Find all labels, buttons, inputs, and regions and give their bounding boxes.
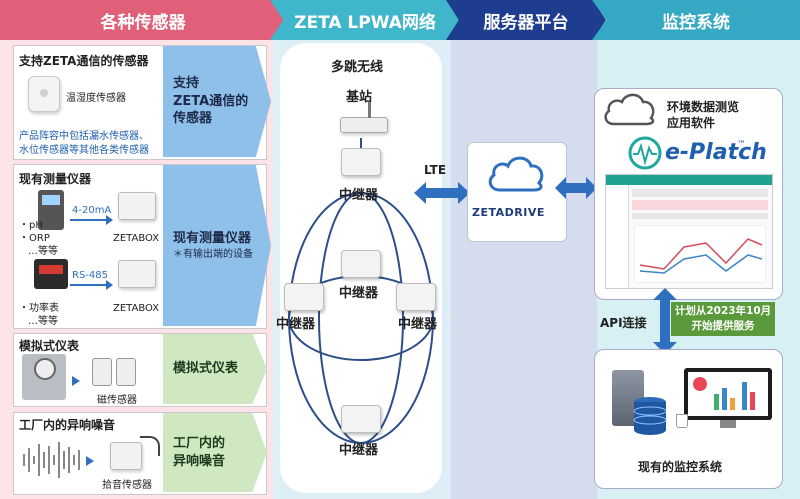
relay-right-label: 中继器 bbox=[398, 317, 438, 332]
signal-arrow-1 bbox=[70, 219, 108, 221]
analog-arrow: 模拟式仪表 bbox=[163, 334, 267, 404]
noise-arrow-icon bbox=[86, 456, 94, 466]
sound-sensor-cable bbox=[140, 436, 160, 456]
service-plan-badge: 计划从2023年10月 开始提供服务 bbox=[671, 302, 775, 336]
instruments-arrow-line1: 现有测量仪器 bbox=[173, 230, 252, 246]
base-station-label: 基站 bbox=[346, 90, 373, 105]
power-meter-icon bbox=[34, 259, 68, 289]
base-station-icon bbox=[340, 117, 388, 133]
zetabox-label-1: ZETABOX bbox=[113, 233, 160, 244]
instruments-arrow: 现有测量仪器 ＊有输出端的设备 bbox=[163, 165, 271, 326]
zetabox-icon-2 bbox=[118, 260, 156, 288]
api-double-arrow bbox=[653, 288, 677, 354]
relay-left bbox=[284, 283, 324, 311]
ph-meter-icon bbox=[38, 190, 64, 230]
header-sensors: 各种传感器 bbox=[0, 0, 286, 40]
relay-right bbox=[396, 283, 436, 311]
zeta-lineup-note-2: 水位传感器等其他各类传感器 bbox=[19, 145, 149, 156]
signal-4-20ma: 4-20mA bbox=[72, 205, 112, 216]
zeta-arrow-line1: 支持 bbox=[173, 76, 200, 92]
signal-arrow-2 bbox=[70, 284, 108, 286]
signal-rs485: RS-485 bbox=[72, 270, 108, 281]
relay-top-label: 中继器 bbox=[339, 188, 379, 203]
header-server: 服务器平台 bbox=[446, 0, 606, 40]
instrument-item-ph: ・pH bbox=[19, 220, 43, 231]
antenna-icon bbox=[368, 102, 371, 118]
pressure-gauge-photo-icon bbox=[22, 354, 66, 400]
sound-sensor-icon bbox=[110, 442, 142, 470]
zeta-arrow-line3: 传感器 bbox=[173, 111, 213, 127]
eplatch-logo-icon bbox=[628, 136, 662, 170]
service-plan-line2: 开始提供服务 bbox=[691, 320, 755, 332]
relay-top bbox=[341, 148, 381, 176]
server-column-bg bbox=[451, 0, 597, 499]
monitor-stand-icon bbox=[720, 420, 736, 428]
magnetic-sensor-label: 磁传感器 bbox=[97, 395, 137, 406]
instrument-item-etc2: …等等 bbox=[28, 316, 58, 327]
temperature-humidity-label: 温湿度传感器 bbox=[66, 93, 126, 104]
zetadrive-logo: ZETADRIVE bbox=[472, 206, 545, 219]
noise-arrow-line1: 工厂内的 bbox=[173, 435, 226, 451]
noise-title: 工厂内的异响噪音 bbox=[19, 418, 116, 432]
instrument-item-etc1: …等等 bbox=[28, 246, 58, 257]
multihop-label: 多跳无线 bbox=[331, 60, 384, 75]
instrument-item-orp: ・ORP bbox=[19, 233, 50, 244]
dashboard-screenshot bbox=[605, 174, 773, 289]
relay-bottom bbox=[341, 405, 381, 433]
analog-arrow-icon bbox=[72, 376, 80, 386]
zeta-arrow-line2: ZETA通信的 bbox=[173, 93, 249, 109]
magnetic-sensor-icon bbox=[92, 356, 138, 386]
zeta-sensor-title: 支持ZETA通信的传感器 bbox=[19, 54, 149, 68]
cloud-icon bbox=[488, 156, 544, 192]
lte-double-arrow bbox=[414, 182, 470, 204]
temperature-humidity-sensor-icon bbox=[28, 76, 60, 112]
instruments-title: 现有测量仪器 bbox=[19, 172, 92, 186]
sound-sensor-label: 拾音传感器 bbox=[102, 480, 152, 491]
relay-bottom-label: 中继器 bbox=[339, 443, 379, 458]
relay-middle bbox=[341, 250, 381, 278]
app-cloud-icon bbox=[604, 93, 655, 126]
zeta-sensor-arrow: 支持 ZETA通信的 传感器 bbox=[163, 46, 271, 157]
eplatch-brand: e-Platch bbox=[665, 140, 767, 165]
instrument-item-power: ・功率表 bbox=[19, 303, 59, 314]
zeta-lineup-note-1: 产品阵容中包括漏水传感器、 bbox=[19, 131, 149, 142]
noise-arrow: 工厂内的 异响噪音 bbox=[163, 413, 267, 492]
sound-wave-icon bbox=[23, 442, 80, 478]
app-title-line1: 环境数据测览 bbox=[667, 100, 740, 114]
monitor-screen-icon bbox=[684, 368, 772, 420]
noise-arrow-line2: 异响噪音 bbox=[173, 453, 226, 469]
coffee-cup-icon bbox=[676, 414, 688, 428]
analog-arrow-label: 模拟式仪表 bbox=[173, 361, 239, 377]
api-label: API连接 bbox=[600, 316, 647, 330]
instruments-arrow-line2: ＊有输出端的设备 bbox=[173, 248, 253, 260]
zetabox-icon-1 bbox=[118, 192, 156, 220]
database-icon bbox=[633, 397, 667, 435]
header-network: ZETA LPWA网络 bbox=[270, 0, 460, 40]
signal-arrow-2-head bbox=[106, 280, 113, 290]
app-title-line2: 应用软件 bbox=[667, 116, 716, 130]
zetabox-label-2: ZETABOX bbox=[113, 303, 160, 314]
signal-arrow-1-head bbox=[106, 215, 113, 225]
relay-left-label: 中继器 bbox=[276, 317, 316, 332]
existing-system-label: 现有的监控系统 bbox=[638, 460, 723, 474]
relay-middle-label: 中继器 bbox=[339, 286, 379, 301]
eplatch-tm: ™ bbox=[737, 140, 746, 150]
server-app-double-arrow bbox=[555, 177, 597, 199]
header-monitor: 监控系统 bbox=[592, 0, 800, 40]
service-plan-line1: 计划从2023年10月 bbox=[674, 305, 772, 318]
analog-title: 模拟式仪表 bbox=[19, 339, 80, 353]
lte-label: LTE bbox=[424, 163, 447, 177]
